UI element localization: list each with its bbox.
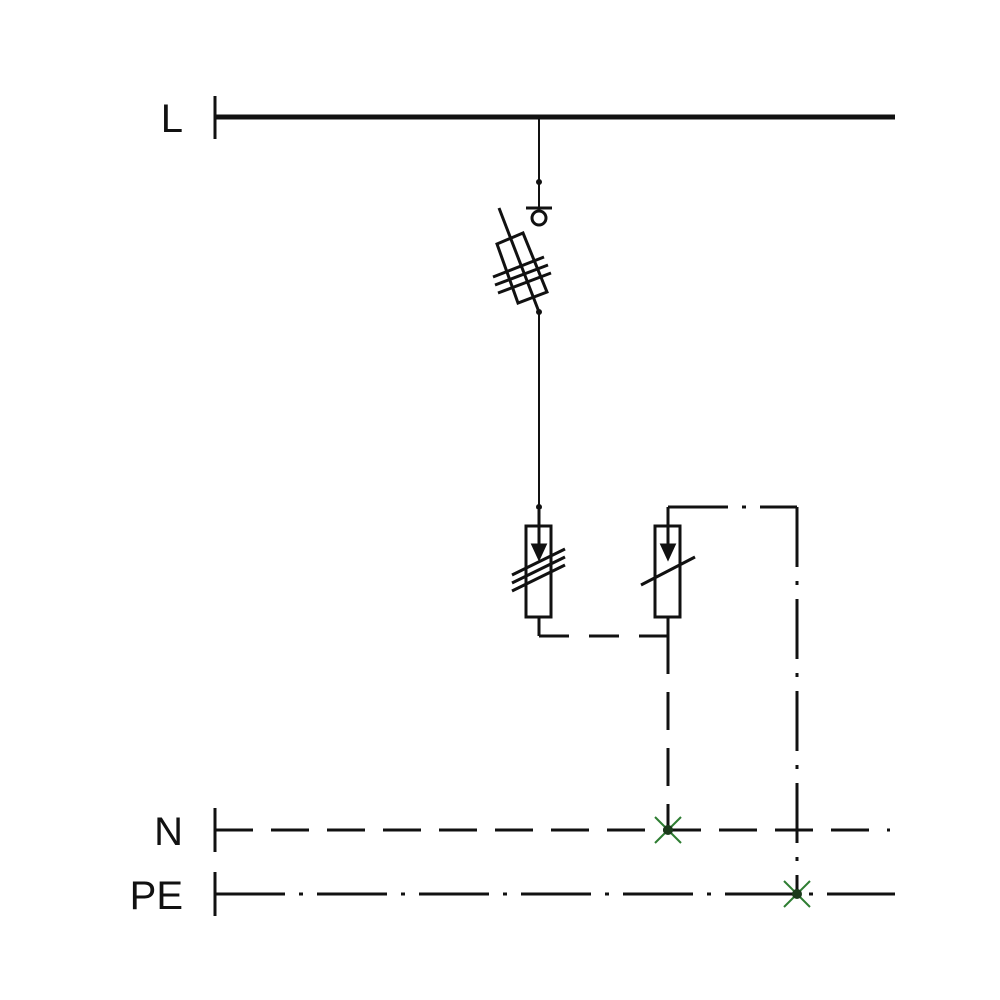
neutral-connection — [539, 634, 670, 830]
label-pe: PE — [130, 874, 183, 918]
junction-n — [654, 816, 682, 844]
switch-symbol — [526, 206, 552, 227]
label-n: N — [154, 810, 183, 854]
surge-arrester-1 — [511, 510, 566, 636]
surge-arrester-2 — [640, 507, 696, 636]
label-l: L — [161, 97, 183, 141]
pe-connection — [668, 505, 799, 894]
junction-pe — [783, 880, 811, 908]
fuse-symbol — [492, 207, 552, 313]
